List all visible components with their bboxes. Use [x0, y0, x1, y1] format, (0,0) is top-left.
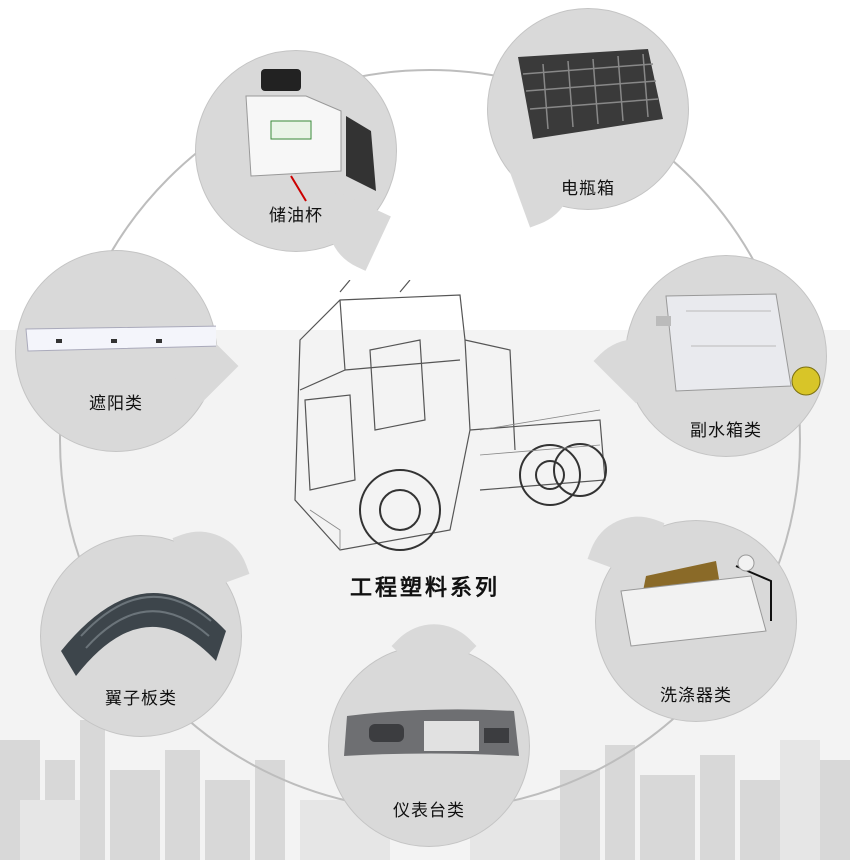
category-label: 遮阳类 [89, 394, 143, 414]
dashboard-icon [344, 709, 519, 756]
washer-tank-icon [620, 554, 772, 647]
truck-cab-drawing [294, 280, 607, 551]
category-label: 洗涤器类 [660, 686, 732, 706]
oil-reservoir-icon [245, 69, 376, 202]
category-bubble-dashboard[interactable]: 仪表台类 [328, 603, 530, 847]
category-label: 电瓶箱 [561, 179, 615, 199]
category-bubble-reservoir[interactable]: 储油杯 [195, 50, 397, 271]
category-bubble-tank[interactable]: 副水箱类 [593, 255, 827, 457]
category-bubble-sunvisor[interactable]: 遮阳类 [15, 250, 239, 452]
page-title: 工程塑料系列 [349, 576, 500, 601]
category-label: 副水箱类 [690, 421, 762, 441]
expansion-tank-icon [656, 293, 821, 396]
category-bubble-battery[interactable]: 电瓶箱 [487, 8, 689, 228]
category-label: 翼子板类 [105, 689, 177, 709]
fender-icon [61, 592, 226, 676]
sun-visor-icon [25, 325, 216, 352]
category-bubble-fender[interactable]: 翼子板类 [40, 517, 250, 737]
category-label: 储油杯 [269, 206, 323, 226]
battery-box-icon [518, 49, 663, 139]
category-label: 仪表台类 [393, 801, 465, 821]
category-bubble-washer[interactable]: 洗涤器类 [587, 502, 797, 722]
